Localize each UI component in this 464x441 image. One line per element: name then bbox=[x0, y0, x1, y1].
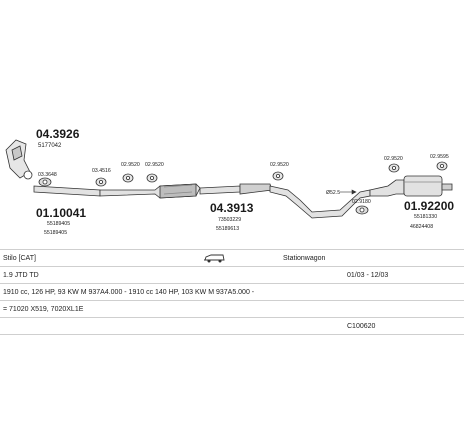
rear-silencer[interactable] bbox=[369, 175, 453, 197]
rubber-mount-1[interactable] bbox=[95, 177, 107, 187]
center-ref1: 73503229 bbox=[218, 217, 241, 223]
rubber-1-label: 03.4516 bbox=[92, 168, 111, 174]
info-row-code: C100620 bbox=[0, 317, 464, 335]
center-ref2: 55189613 bbox=[216, 226, 239, 232]
engine-cell: 1.9 JTD TD bbox=[0, 266, 344, 284]
top-left-code: 04.3926 bbox=[36, 127, 80, 141]
rubber-6-label: 02.9595 bbox=[430, 154, 449, 160]
info-row-note: = 71020 X519, 7020XL1E bbox=[0, 300, 464, 318]
clamp-right-label: 02.9180 bbox=[352, 199, 371, 205]
rubber-5-label: 02.9520 bbox=[384, 156, 403, 162]
rubber-2-label: 02.9520 bbox=[121, 162, 140, 168]
dates-cell: 01/03 - 12/03 bbox=[344, 266, 464, 284]
empty-cell bbox=[0, 317, 344, 335]
clamp-right-part[interactable] bbox=[355, 205, 369, 215]
info-row-spec: 1910 cc, 126 HP, 93 KW M 937A4.000 - 191… bbox=[0, 283, 464, 301]
main-left-code: 01.10041 bbox=[36, 206, 86, 220]
dimension-arrow bbox=[340, 189, 357, 195]
rubber-mount-3[interactable] bbox=[146, 173, 158, 183]
center-code: 04.3913 bbox=[210, 201, 254, 215]
model-cell: Stilo [CAT] bbox=[0, 249, 200, 267]
car-icon-cell bbox=[200, 249, 280, 267]
right-ref1: 55181330 bbox=[414, 214, 437, 220]
rubber-mount-2[interactable] bbox=[122, 173, 134, 183]
center-pipe[interactable] bbox=[199, 183, 371, 219]
station-wagon-icon bbox=[203, 254, 225, 263]
info-row-model: Stilo [CAT] Stationwagon bbox=[0, 249, 464, 267]
clamp-left-part[interactable] bbox=[38, 177, 52, 187]
rubber-mount-5[interactable] bbox=[388, 163, 400, 173]
front-pipe[interactable] bbox=[33, 185, 101, 197]
note-cell: = 71020 X519, 7020XL1E bbox=[0, 300, 464, 318]
top-left-ref: 5177042 bbox=[38, 143, 62, 149]
main-left-ref2: 55189405 bbox=[44, 230, 67, 236]
right-code: 01.92200 bbox=[404, 199, 454, 213]
pipe-dimension-label: Ø52.5 bbox=[326, 190, 340, 196]
info-row-engine: 1.9 JTD TD 01/03 - 12/03 bbox=[0, 266, 464, 284]
body-type-cell: Stationwagon bbox=[280, 249, 464, 267]
rubber-mount-4[interactable] bbox=[272, 171, 284, 181]
vehicle-info-table: Stilo [CAT] Stationwagon 1.9 JTD TD 01/0… bbox=[0, 249, 464, 335]
clamp-left-label: 03.3648 bbox=[38, 172, 57, 178]
right-ref2: 46824408 bbox=[410, 224, 433, 230]
rubber-3-label: 02.9520 bbox=[145, 162, 164, 168]
catalog-code-cell: C100620 bbox=[344, 317, 464, 335]
catalyst-section[interactable] bbox=[99, 183, 201, 199]
rubber-mount-6[interactable] bbox=[436, 161, 448, 171]
exhaust-system-diagram: 04.3926 5177042 03.3648 01.10041 5518940… bbox=[5, 127, 454, 236]
main-left-ref1: 55189405 bbox=[47, 221, 70, 227]
spec-cell: 1910 cc, 126 HP, 93 KW M 937A4.000 - 191… bbox=[0, 283, 464, 301]
front-downpipe-part[interactable] bbox=[5, 139, 33, 180]
rubber-4-label: 02.9520 bbox=[270, 162, 289, 168]
